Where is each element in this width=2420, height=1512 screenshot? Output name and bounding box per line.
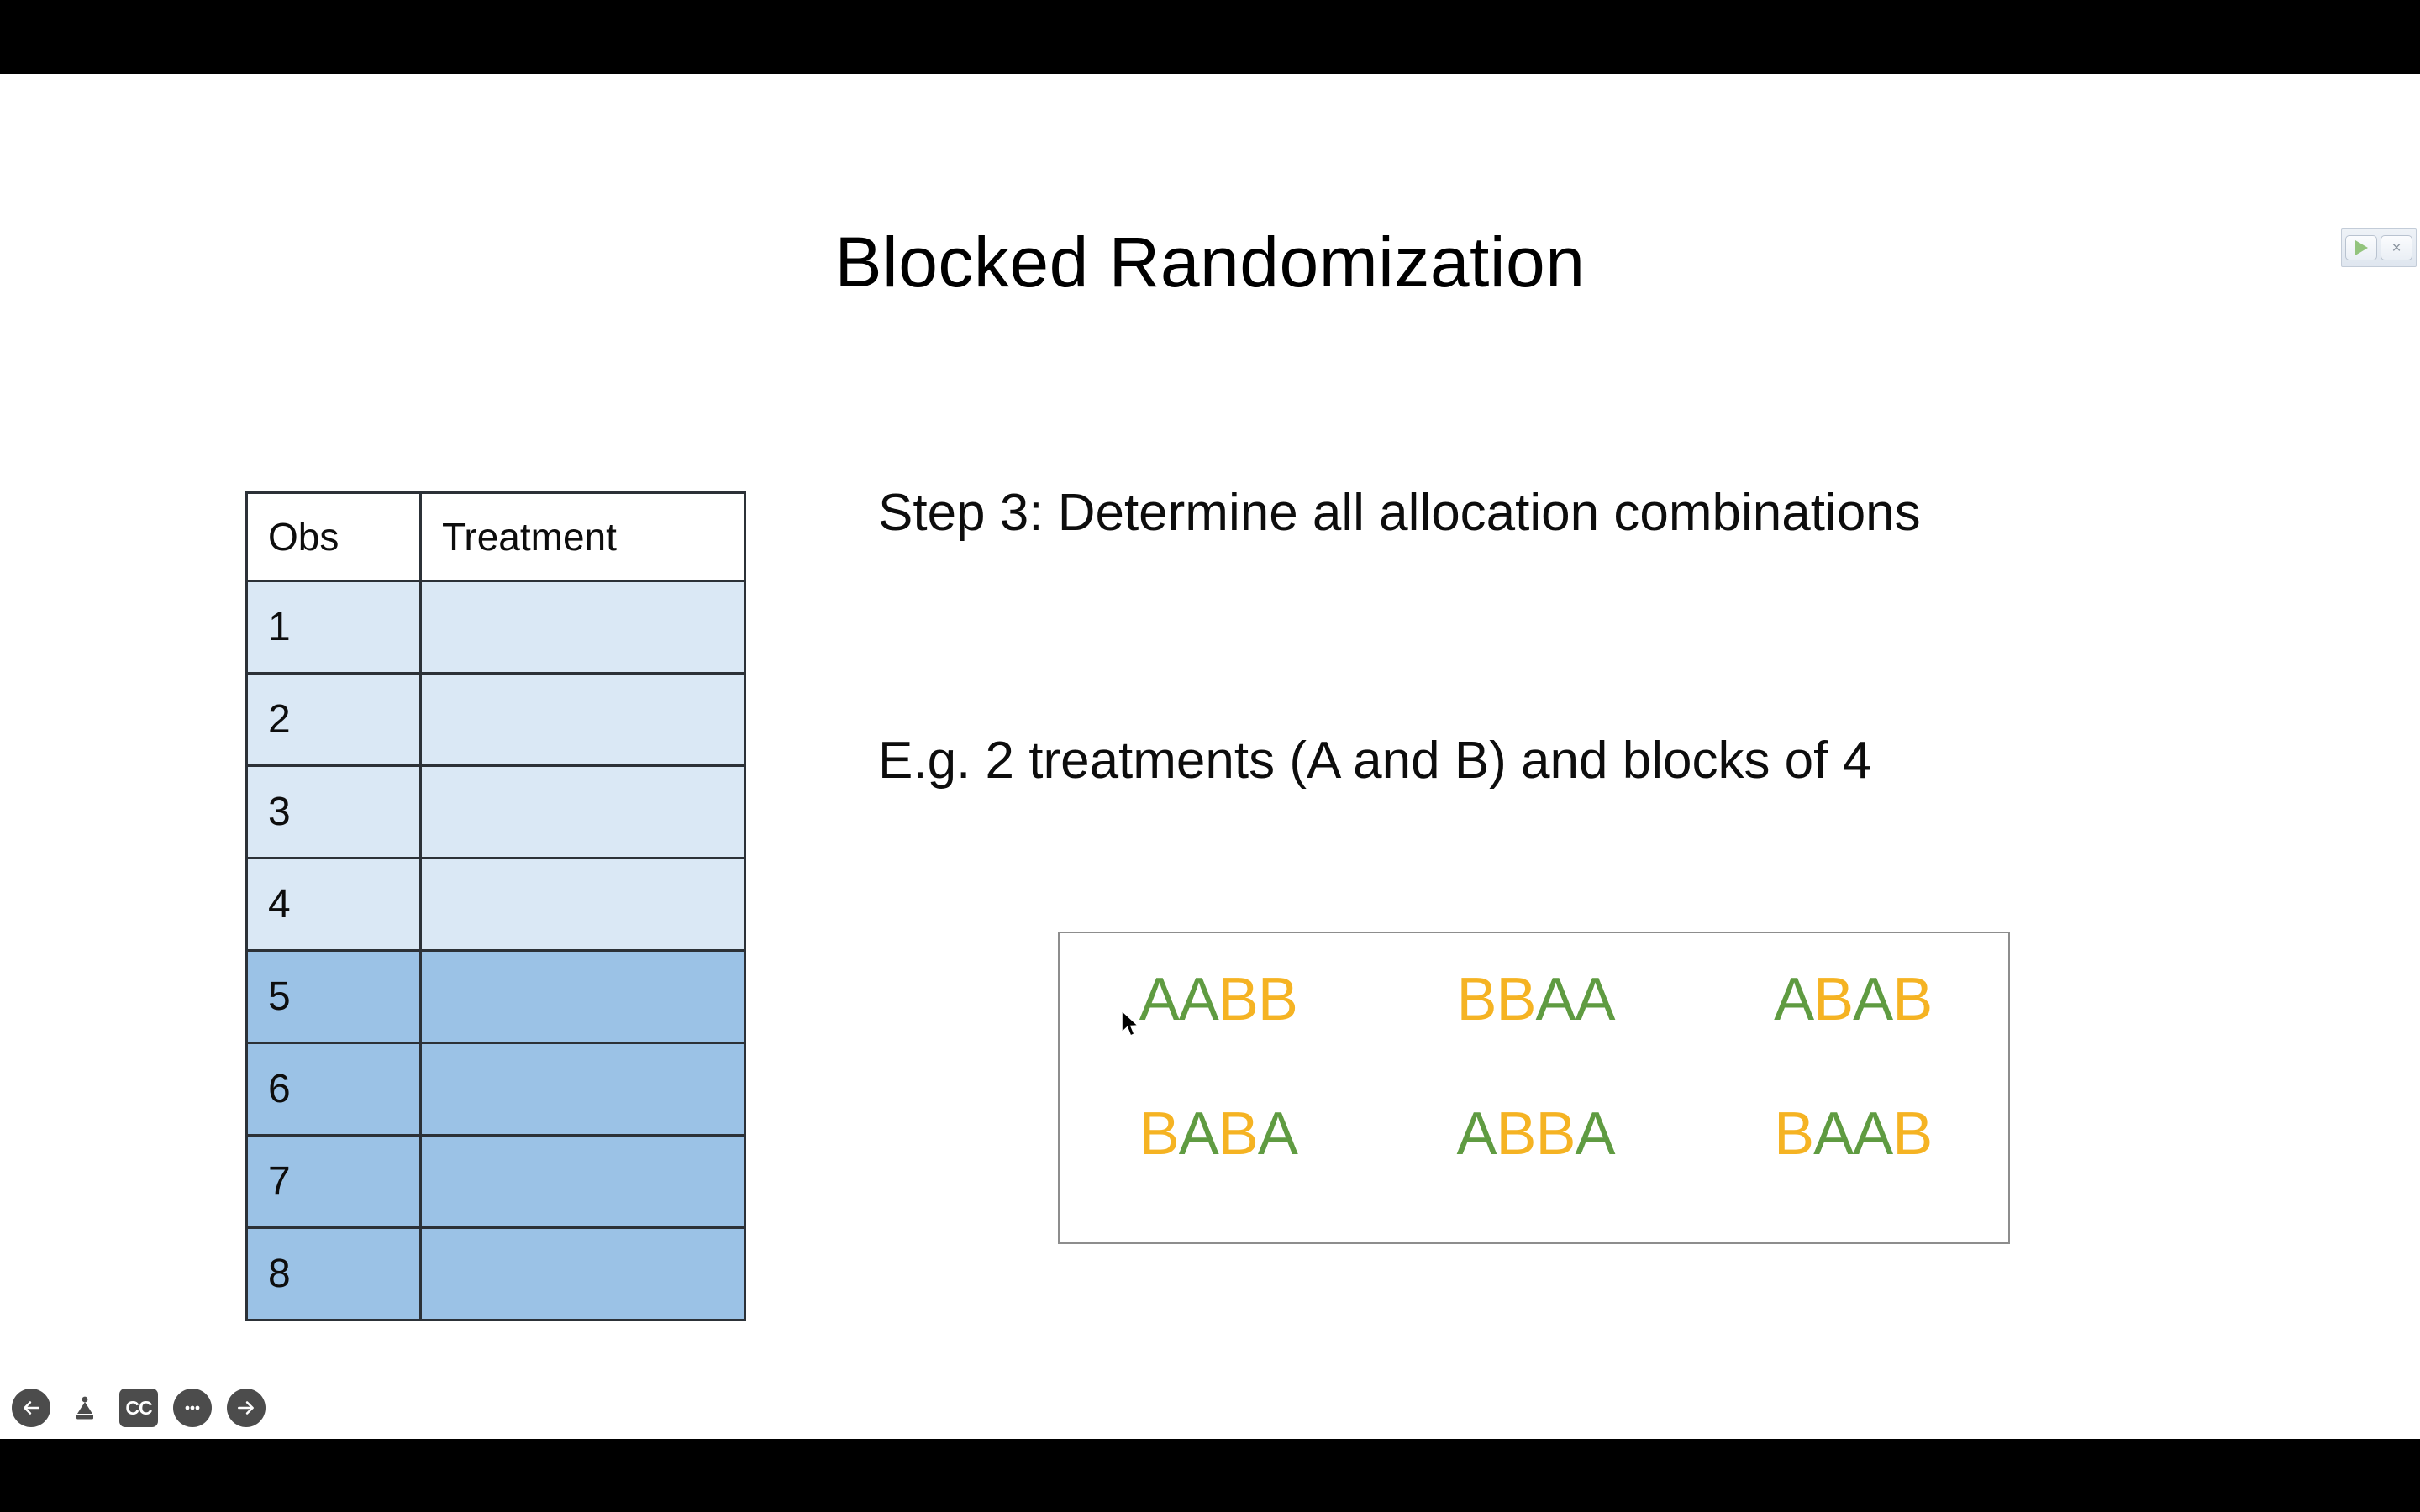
treatment-letter-b: B — [1892, 1100, 1933, 1168]
treatment-letter-a: A — [1575, 966, 1616, 1033]
close-icon: × — [2391, 239, 2402, 257]
table-row: 1 — [245, 580, 746, 675]
arrow-left-icon — [24, 1401, 39, 1415]
example-text: E.g. 2 treatments (A and B) and blocks o… — [878, 732, 1872, 790]
treatment-letter-a: A — [1813, 1100, 1854, 1168]
treatment-letter-a: A — [1853, 1100, 1893, 1168]
cell-obs: 7 — [245, 1134, 422, 1229]
table-row: 5 — [245, 949, 746, 1044]
more-options-button[interactable] — [173, 1389, 212, 1427]
observations-table: Obs Treatment 1 2 3 4 — [245, 491, 746, 1321]
treatment-letter-b: B — [1496, 1100, 1536, 1168]
player-controls-bar[interactable]: CC — [12, 1389, 266, 1427]
treatment-letter-b: B — [1813, 966, 1854, 1033]
cell-obs: 3 — [245, 764, 422, 859]
treatment-letter-a: A — [1535, 966, 1576, 1033]
table-row: 8 — [245, 1226, 746, 1321]
table-row: 4 — [245, 857, 746, 952]
combination-item: BAAB — [1694, 1098, 2012, 1170]
column-header-obs: Obs — [245, 491, 422, 582]
treatment-letter-b: B — [1892, 966, 1933, 1033]
cell-treatment — [419, 1226, 746, 1321]
cell-treatment — [419, 1042, 746, 1137]
play-button[interactable] — [2345, 235, 2377, 260]
previous-slide-button[interactable] — [12, 1389, 50, 1427]
table-row: 6 — [245, 1042, 746, 1137]
combinations-row-2: BABA ABBA BAAB — [1060, 1098, 2012, 1170]
table-row: 2 — [245, 672, 746, 767]
treatment-letter-b: B — [1774, 1100, 1814, 1168]
treatment-letter-a: A — [1139, 966, 1180, 1033]
cc-icon: CC — [125, 1396, 152, 1419]
combination-item: BABA — [1060, 1098, 1377, 1170]
treatment-letter-a: A — [1178, 966, 1219, 1033]
play-icon — [2354, 240, 2368, 255]
annotation-tool-button[interactable] — [66, 1389, 104, 1427]
table-header-row: Obs Treatment — [245, 491, 746, 582]
treatment-letter-a: A — [1178, 1100, 1219, 1168]
treatment-letter-b: B — [1218, 966, 1259, 1033]
treatment-letter-b: B — [1218, 1100, 1259, 1168]
treatment-letter-a: A — [1257, 1100, 1298, 1168]
cell-treatment — [419, 949, 746, 1044]
arrow-right-icon — [238, 1401, 254, 1415]
combination-item: ABBA — [1377, 1098, 1695, 1170]
table-row: 3 — [245, 764, 746, 859]
treatment-letter-a: A — [1575, 1100, 1616, 1168]
treatment-letter-b: B — [1257, 966, 1298, 1033]
treatment-letter-a: A — [1853, 966, 1893, 1033]
column-header-treatment: Treatment — [419, 491, 746, 582]
player-mini-toolbar[interactable]: × — [2341, 228, 2417, 267]
cell-treatment — [419, 672, 746, 767]
step-3-text: Step 3: Determine all allocation combina… — [878, 484, 1921, 542]
treatment-letter-b: B — [1456, 966, 1497, 1033]
closed-captions-button[interactable]: CC — [119, 1389, 158, 1427]
cell-obs: 5 — [245, 949, 422, 1044]
treatment-letter-b: B — [1139, 1100, 1180, 1168]
combination-item: AABB — [1060, 963, 1377, 1036]
treatment-letter-b: B — [1496, 966, 1536, 1033]
combinations-row-1: AABB BBAA ABAB — [1060, 963, 2012, 1036]
slide-canvas: Blocked Randomization × Obs Treatment — [0, 74, 2420, 1439]
pen-tool-icon — [76, 1396, 93, 1420]
next-slide-button[interactable] — [227, 1389, 266, 1427]
ellipsis-icon — [185, 1405, 200, 1410]
treatment-letter-a: A — [1774, 966, 1814, 1033]
combination-item: BBAA — [1377, 963, 1695, 1036]
combination-item: ABAB — [1694, 963, 2012, 1036]
cell-obs: 6 — [245, 1042, 422, 1137]
cell-treatment — [419, 857, 746, 952]
table-row: 7 — [245, 1134, 746, 1229]
close-button[interactable]: × — [2381, 235, 2412, 260]
combinations-box: AABB BBAA ABAB BABA ABBA BAAB — [1058, 932, 2010, 1244]
cell-treatment — [419, 1134, 746, 1229]
cell-obs: 2 — [245, 672, 422, 767]
treatment-letter-b: B — [1535, 1100, 1576, 1168]
cell-treatment — [419, 580, 746, 675]
cell-obs: 8 — [245, 1226, 422, 1321]
cell-treatment — [419, 764, 746, 859]
slide-title: Blocked Randomization — [834, 223, 1586, 302]
cell-obs: 1 — [245, 580, 422, 675]
cell-obs: 4 — [245, 857, 422, 952]
treatment-letter-a: A — [1456, 1100, 1497, 1168]
